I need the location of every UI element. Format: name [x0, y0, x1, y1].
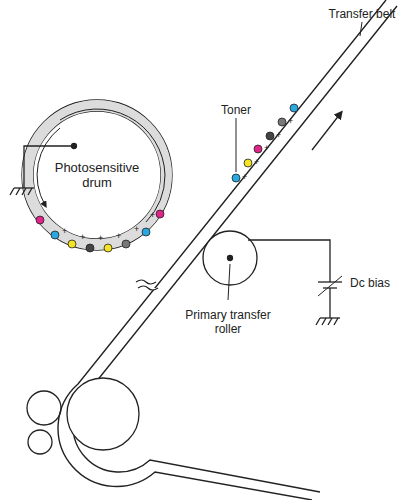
svg-text:+: + — [62, 226, 67, 236]
drum-node: Photosensitive drum — [42, 120, 152, 230]
svg-text:+: + — [276, 130, 281, 140]
svg-text:+: + — [150, 210, 155, 220]
svg-text:+: + — [98, 233, 103, 243]
part-label: Transfer belt — [329, 7, 396, 21]
svg-text:+: + — [242, 172, 247, 182]
part-label: Primary transfer roller — [183, 308, 273, 336]
svg-text:+: + — [254, 157, 259, 167]
part-label: Toner — [221, 103, 251, 117]
drum-label: Photosensitive drum — [47, 160, 147, 190]
part-label: Dc bias — [350, 276, 390, 290]
svg-text:+: + — [80, 232, 85, 242]
svg-text:+: + — [116, 231, 121, 241]
svg-text:+: + — [264, 143, 269, 153]
svg-text:+: + — [134, 224, 139, 234]
svg-text:+: + — [288, 116, 293, 126]
